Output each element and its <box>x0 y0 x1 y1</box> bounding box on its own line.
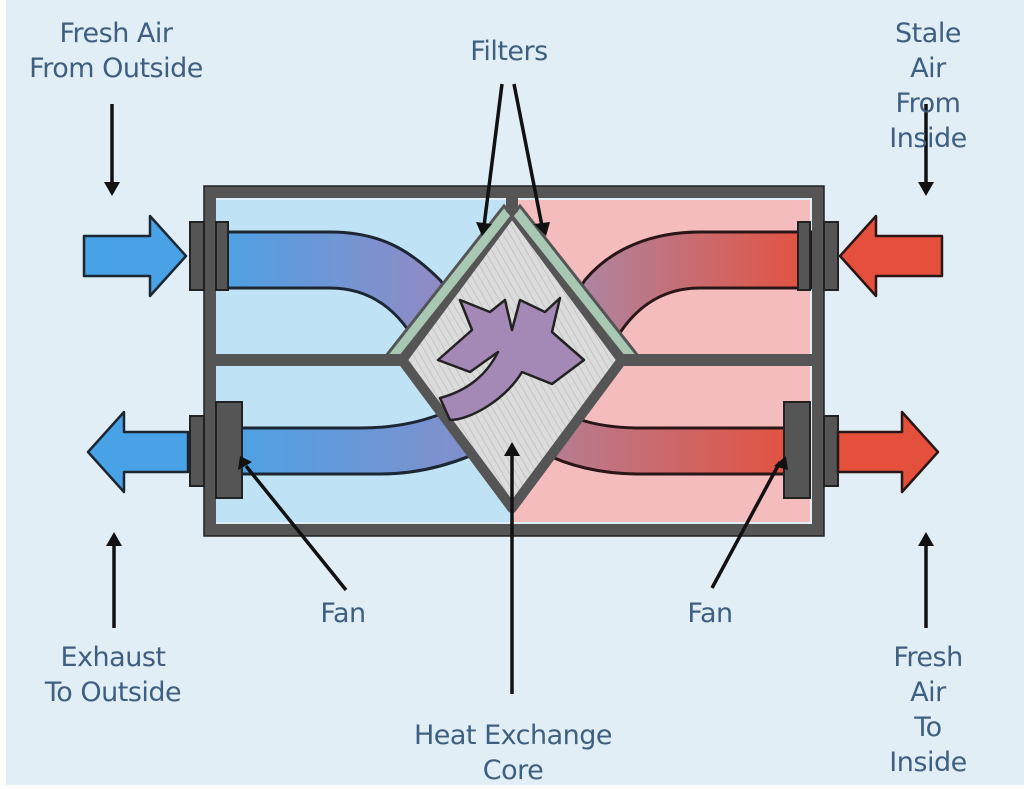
fan-right <box>783 401 811 499</box>
casing <box>204 186 824 536</box>
heat-exchange-core <box>383 203 641 513</box>
label-heat-exchange-core: Heat Exchange Core <box>413 720 613 786</box>
arrow-fresh-in-icon <box>82 214 188 298</box>
label-fresh-air-from-outside: Fresh Air From Outside <box>29 18 203 84</box>
arrow-exhaust-out-icon <box>86 410 190 494</box>
fan-left <box>215 401 243 499</box>
callout-filter-right <box>512 83 544 227</box>
hrv-diagram: Fresh Air From Outside Filters Stale Air… <box>6 0 1024 786</box>
port-top-right <box>823 221 839 291</box>
label-fan-left: Fan <box>320 598 366 629</box>
label-exhaust-to-outside: Exhaust To Outside <box>44 642 182 708</box>
label-fresh-air-to-inside: Fresh Air To Inside <box>889 642 967 778</box>
port-bottom-left <box>189 415 205 487</box>
label-stale-air-from-inside: Stale Air From Inside <box>889 18 967 154</box>
callout-arrows <box>110 83 928 694</box>
callout-fan-left <box>244 464 348 592</box>
label-filters: Filters <box>470 36 548 67</box>
callout-fan-right <box>710 461 782 589</box>
core-flow-cross <box>436 296 586 422</box>
label-fan-right: Fan <box>687 598 733 629</box>
hrv-schematic <box>82 83 944 694</box>
arrow-stale-in-icon <box>838 214 944 298</box>
port-top-left <box>189 221 205 291</box>
arrow-fresh-out-icon <box>836 410 940 494</box>
callout-filter-left <box>482 83 504 227</box>
port-bottom-right <box>823 415 839 487</box>
